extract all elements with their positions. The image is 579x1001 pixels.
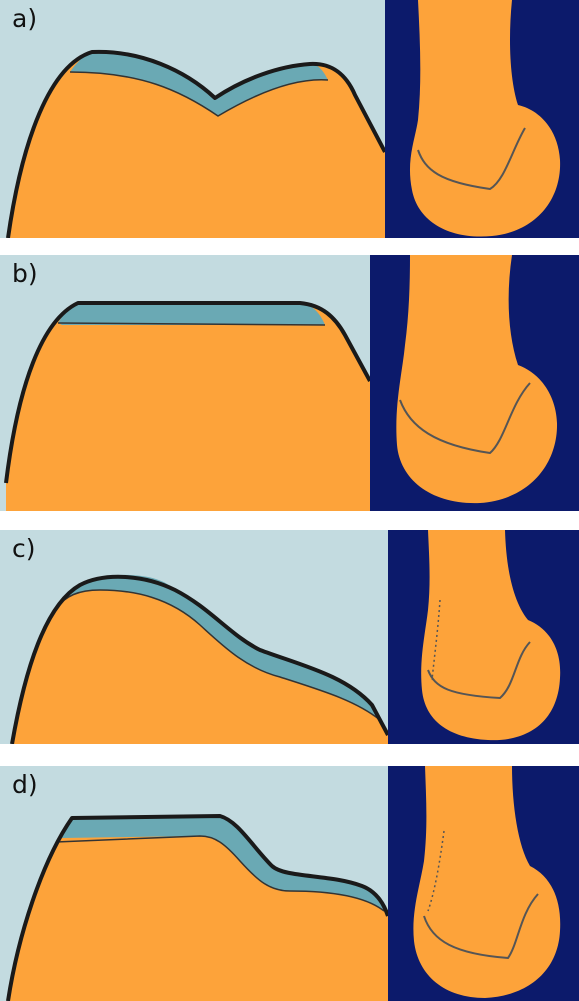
panel-b-illustration: [0, 255, 579, 511]
panel-d-illustration: [0, 766, 579, 1001]
figure-panel-c: c): [0, 530, 579, 744]
panel-label: a): [12, 4, 37, 34]
figure-panel-d: d): [0, 766, 579, 1001]
figure-panel-a: a): [0, 0, 579, 238]
panel-label: b): [12, 259, 38, 289]
panel-label: d): [12, 770, 38, 800]
bone-profile: [6, 303, 370, 511]
panel-c-illustration: [0, 530, 579, 744]
panel-a-illustration: [0, 0, 579, 238]
panel-label: c): [12, 534, 36, 564]
figure-panel-b: b): [0, 255, 579, 511]
cartilage-layer: [58, 303, 325, 325]
